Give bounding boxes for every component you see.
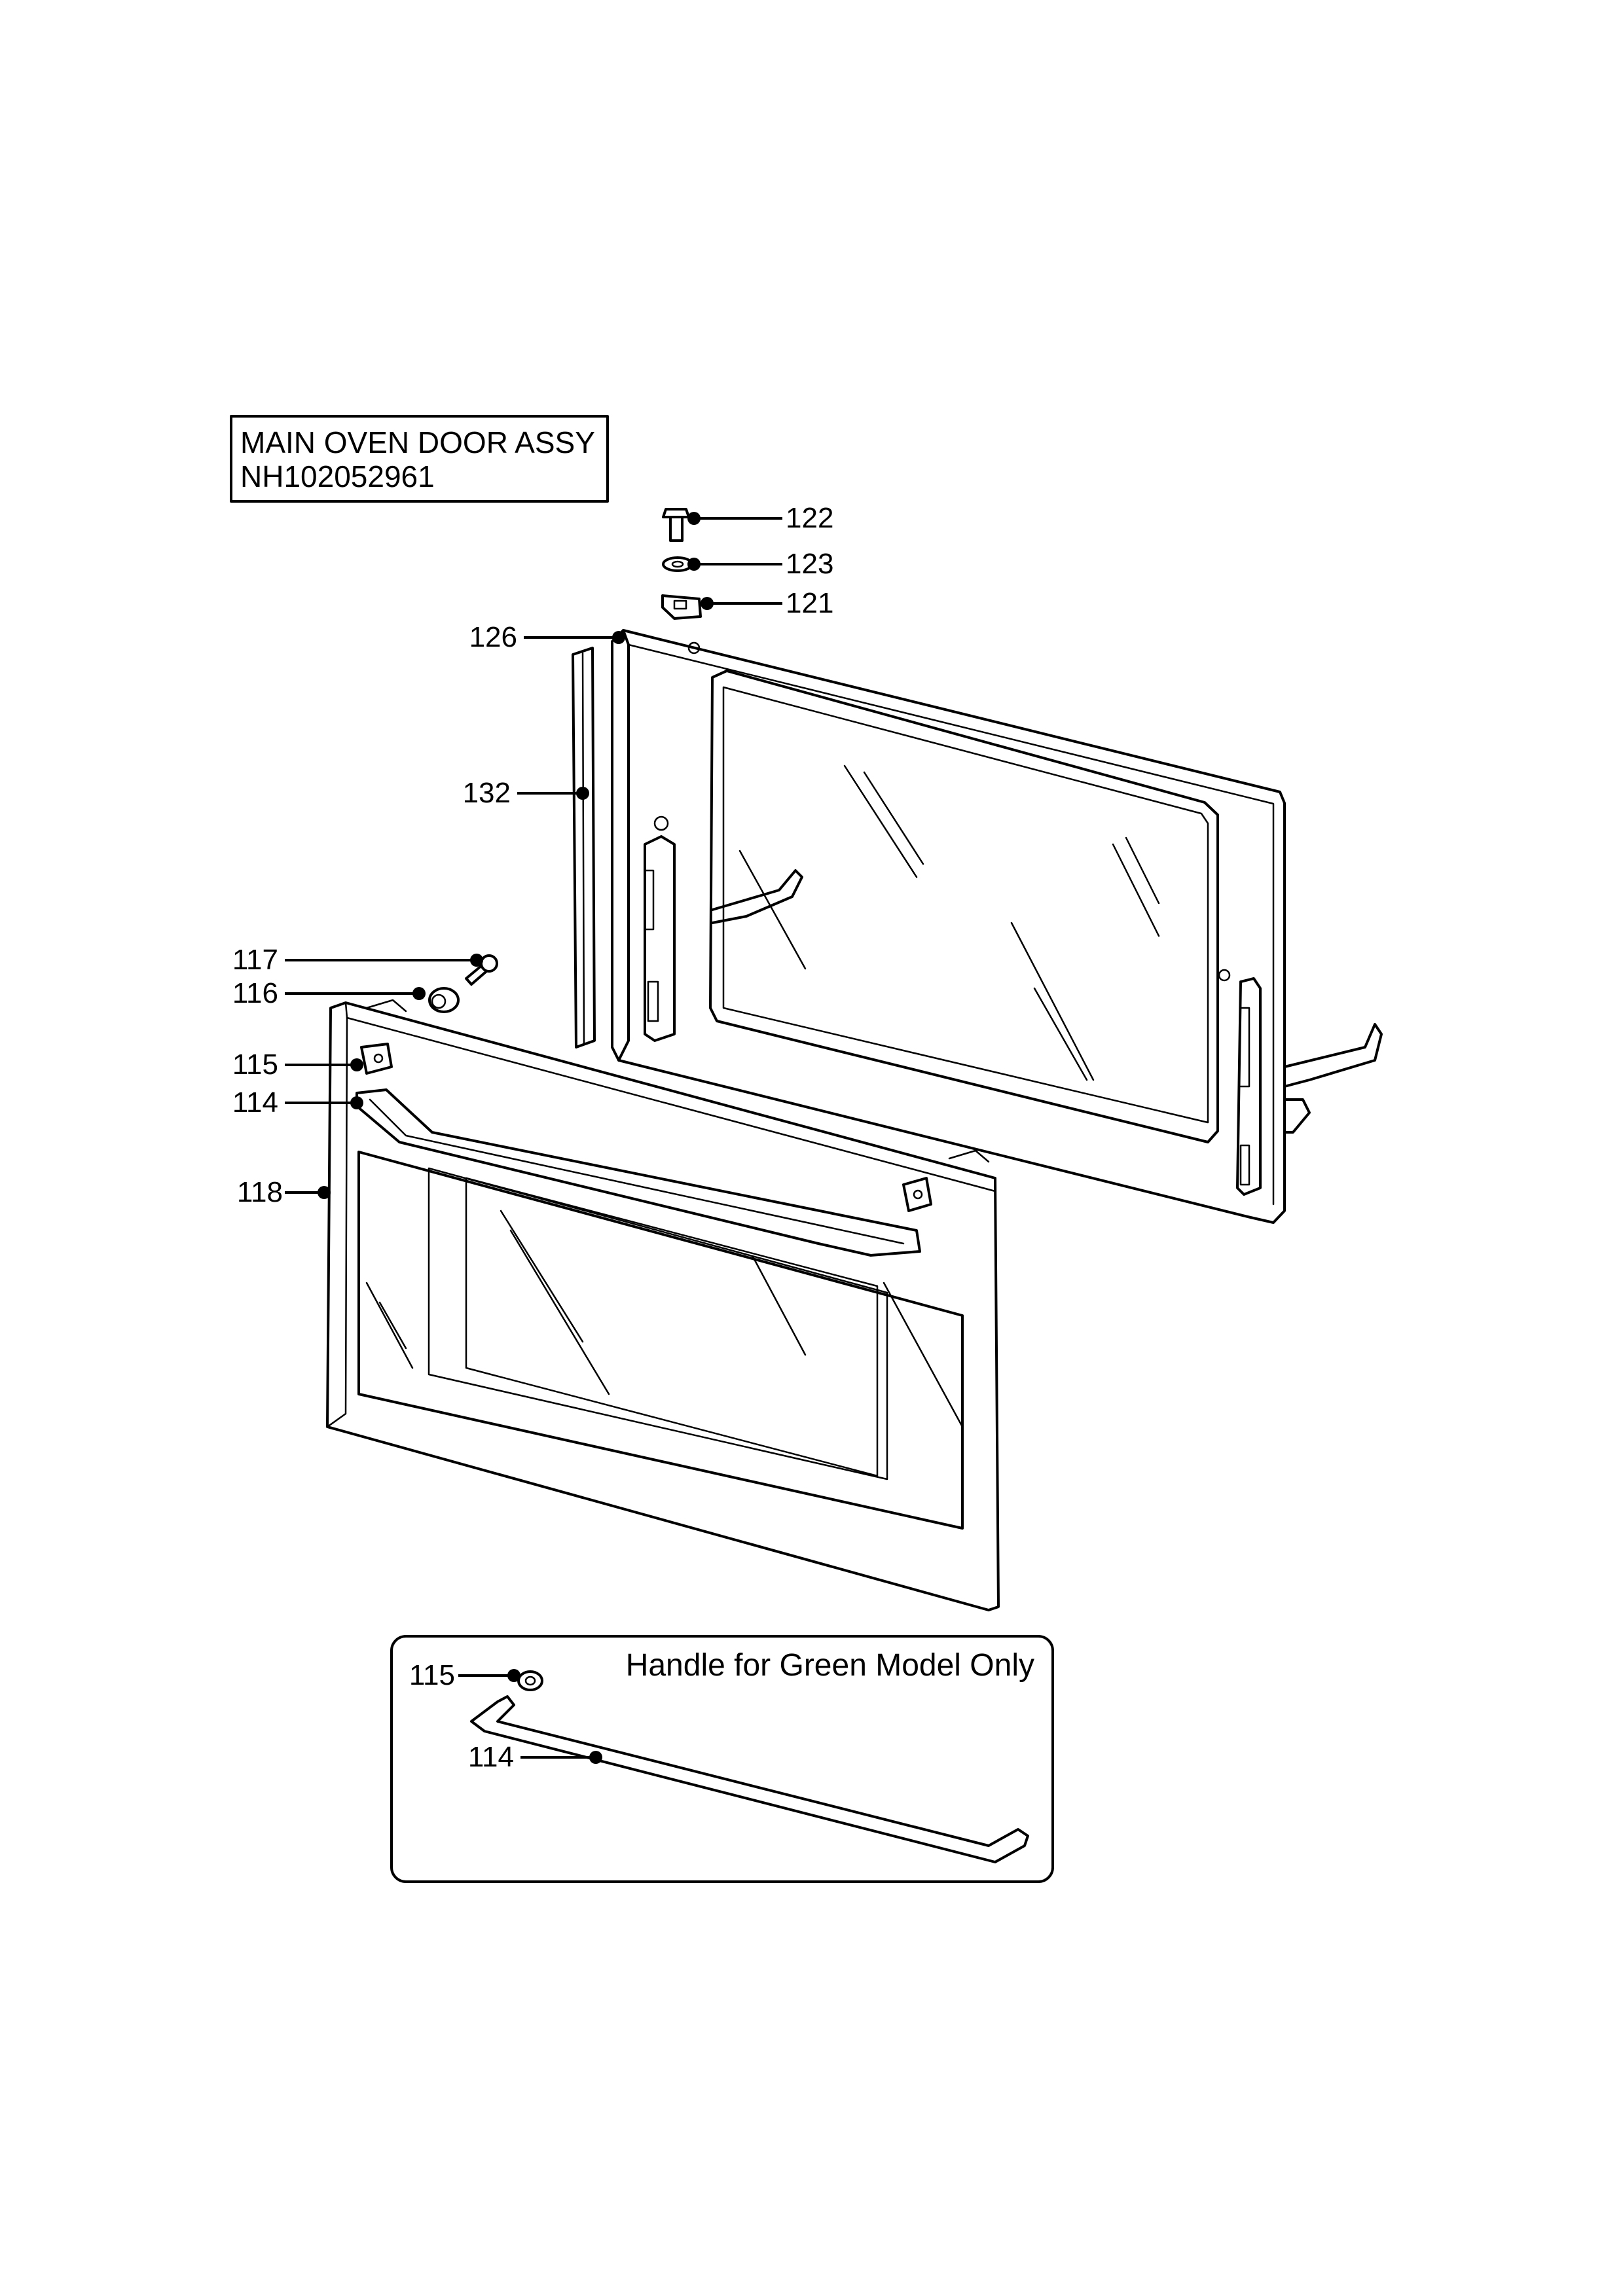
callouts: 122 123 121 126 132 117 116 115 114 (232, 502, 834, 1773)
green-handle (470, 1695, 1029, 1863)
callout-115: 115 (232, 1049, 278, 1081)
inset-box: Handle for Green Model Only (390, 1635, 1054, 1883)
title-line-2: NH102052961 (240, 459, 435, 493)
part-115-bracket-right (902, 1177, 932, 1212)
part-115-bracket-left (360, 1043, 393, 1075)
title-line-1: MAIN OVEN DOOR ASSY (240, 425, 595, 459)
part-121-bracket (661, 594, 702, 620)
callout-117: 117 (232, 944, 278, 976)
callout-118: 118 (237, 1176, 283, 1208)
part-117-bolt (465, 954, 498, 986)
callout-126: 126 (469, 621, 517, 653)
callout-123: 123 (786, 548, 833, 580)
inset-title: Handle for Green Model Only (626, 1648, 1034, 1683)
inner-door-frame (611, 629, 1383, 1224)
part-116-bushing (428, 987, 460, 1013)
part-114-handle (356, 1088, 921, 1257)
callout-114: 114 (232, 1086, 278, 1119)
green-handle-bracket (517, 1670, 543, 1691)
title-box: MAIN OVEN DOOR ASSY NH102052961 (230, 415, 609, 503)
callout-114-inset: 114 (468, 1741, 514, 1773)
callout-122: 122 (786, 502, 833, 534)
part-122-screw (662, 508, 690, 542)
part-132-seal (572, 647, 596, 1049)
callout-121: 121 (786, 587, 833, 619)
callout-132: 132 (463, 777, 511, 809)
callout-115-inset: 115 (409, 1659, 455, 1691)
title-box-frame (230, 415, 609, 503)
callout-116: 116 (232, 977, 278, 1009)
